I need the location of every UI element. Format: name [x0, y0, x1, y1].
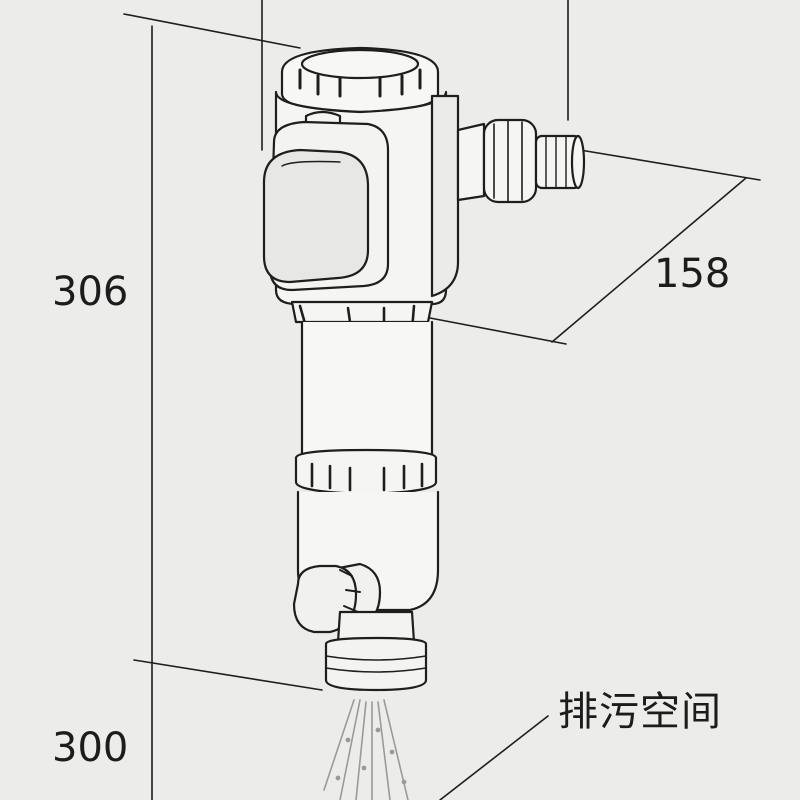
housing-side-panel [430, 94, 460, 298]
depth-dimension-label: 158 [654, 251, 731, 297]
top-cap [280, 46, 440, 114]
depth-extension-top [579, 149, 761, 181]
side-fitting [456, 118, 586, 204]
upper-collar [290, 300, 434, 338]
depth-dimension-line [551, 177, 747, 343]
front-window-button [262, 148, 370, 284]
depth-extension-bottom [429, 317, 567, 345]
height-dimension-label: 306 [52, 269, 129, 315]
bottom-extension-line [133, 659, 323, 691]
top-extension-line [123, 13, 301, 49]
clearance-dimension-label: 300 [52, 725, 129, 771]
lower-ring [294, 448, 438, 496]
bottom-outlet [324, 610, 428, 692]
center-cylinder [300, 320, 434, 460]
drain-spray [323, 699, 409, 800]
drain-space-label: 排污空间 [558, 689, 722, 735]
drain-leader-line [439, 715, 549, 800]
dimension-lines [123, 0, 761, 800]
water-filter-illustration [262, 46, 586, 692]
